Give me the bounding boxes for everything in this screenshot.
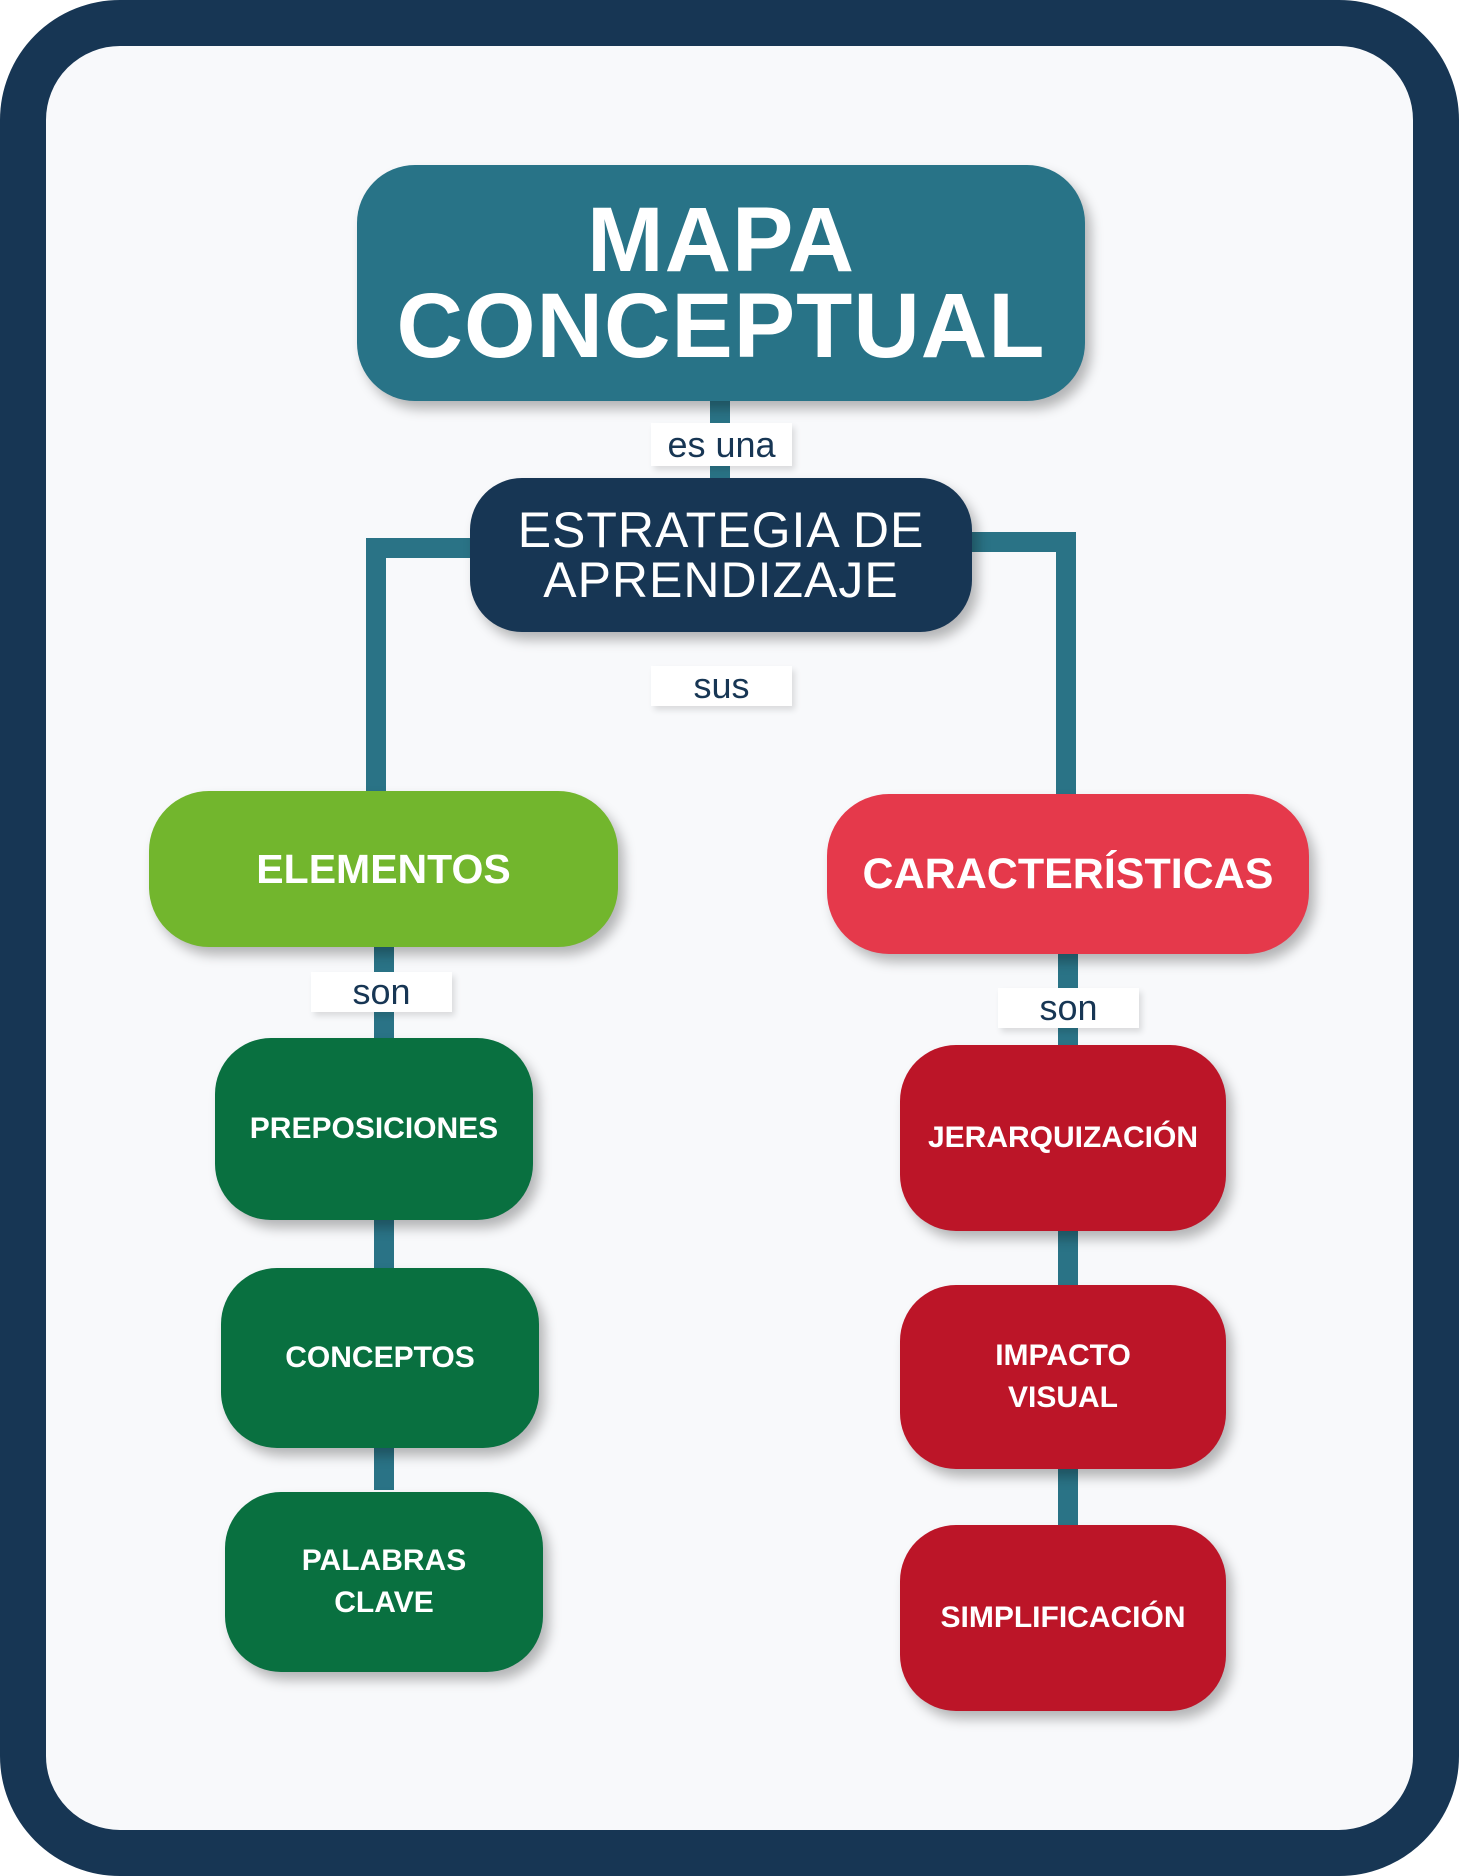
item-label: IMPACTO VISUAL [995, 1339, 1131, 1414]
link-text-son-left: son [352, 971, 411, 1012]
caracteristicas-item-simplificacion: SIMPLIFICACIÓN [900, 1525, 1226, 1711]
link-text-son-right: son [1039, 987, 1098, 1028]
elementos-label: ELEMENTOS [256, 845, 511, 892]
item-label: CONCEPTOS [285, 1341, 475, 1374]
caracteristicas-label: CARACTERÍSTICAS [862, 849, 1274, 898]
elementos-item-preposiciones: PREPOSICIONES [215, 1038, 533, 1220]
elementos-box: ELEMENTOS [149, 791, 618, 947]
strategy-box: ESTRATEGIA DE APRENDIZAJE [470, 478, 972, 632]
link-text-es-una: es una [667, 423, 776, 465]
connector-strategy-left [366, 538, 476, 558]
link-label-es-una: es una [651, 423, 792, 466]
connector-strategy-right [966, 532, 1076, 552]
title-box: MAPA CONCEPTUAL [357, 165, 1085, 401]
link-text-sus: sus [693, 665, 750, 706]
elementos-item-conceptos: CONCEPTOS [221, 1268, 539, 1448]
link-label-son-right: son [998, 987, 1139, 1028]
elementos-item-palabras-clave: PALABRAS CLAVE [225, 1492, 543, 1672]
caracteristicas-box: CARACTERÍSTICAS [827, 794, 1309, 954]
strategy-label: ESTRATEGIA DE APRENDIZAJE [517, 502, 925, 608]
item-label: JERARQUIZACIÓN [927, 1121, 1198, 1154]
diagram-title: MAPA CONCEPTUAL [396, 189, 1046, 377]
link-label-sus: sus [651, 665, 792, 706]
caracteristicas-item-impacto-visual: IMPACTO VISUAL [900, 1285, 1226, 1469]
link-label-son-left: son [311, 971, 452, 1012]
item-label: SIMPLIFICACIÓN [940, 1601, 1186, 1634]
connector-right-vertical [1056, 532, 1076, 798]
caracteristicas-item-jerarquizacion: JERARQUIZACIÓN [900, 1045, 1226, 1231]
item-label: PALABRAS CLAVE [301, 1544, 467, 1619]
connector-left-vertical [366, 538, 386, 796]
item-label: PREPOSICIONES [249, 1112, 499, 1145]
